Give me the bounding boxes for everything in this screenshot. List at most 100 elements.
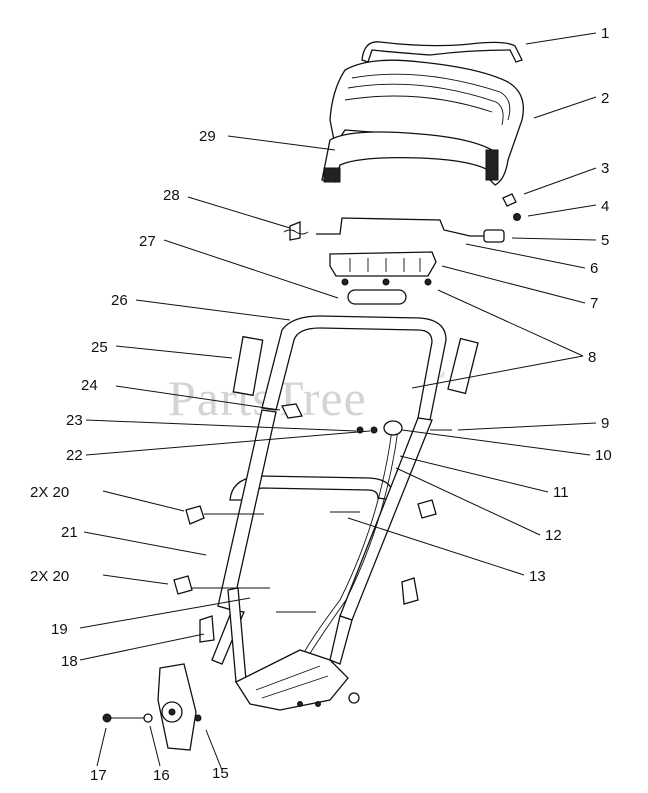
leader-29 xyxy=(227,135,336,151)
callout-7: 7 xyxy=(590,295,598,312)
leader-18 xyxy=(79,633,205,661)
leader-20a xyxy=(102,490,185,512)
part-12-cable xyxy=(299,429,393,661)
callout-20b: 2X 20 xyxy=(30,568,69,585)
callout-23: 23 xyxy=(66,412,83,429)
callout-2: 2 xyxy=(601,90,609,107)
part-8-screw-c xyxy=(424,278,432,286)
knobs-20 xyxy=(173,499,437,613)
leader-12 xyxy=(395,467,541,536)
part-19-bracket xyxy=(199,615,215,643)
leader-24 xyxy=(115,385,281,411)
callout-9: 9 xyxy=(601,415,609,432)
part-7-bracket xyxy=(329,251,437,277)
part-27-tube xyxy=(347,289,407,305)
part-12-cable-2 xyxy=(305,429,399,661)
leader-23 xyxy=(85,419,357,432)
leader-lines xyxy=(79,32,597,771)
part-21-lower-right-end xyxy=(329,615,353,665)
callout-6: 6 xyxy=(590,260,598,277)
callout-24: 24 xyxy=(81,377,98,394)
rear-deflector-screw-b xyxy=(315,701,321,707)
leader-9 xyxy=(457,422,597,431)
latch-assembly xyxy=(283,217,505,305)
leader-1 xyxy=(525,32,597,45)
leader-20b xyxy=(102,574,169,585)
leader-25 xyxy=(115,345,233,359)
rear-deflector-nut xyxy=(348,692,360,704)
part-16-washer xyxy=(143,713,153,723)
part-2-ridge-2 xyxy=(347,83,504,126)
callout-4: 4 xyxy=(601,198,609,215)
leader-5 xyxy=(511,237,597,241)
part-2-ridge-1 xyxy=(351,73,511,121)
lower-brackets xyxy=(102,587,360,751)
callout-11: 11 xyxy=(553,484,569,501)
callout-10: 10 xyxy=(595,447,612,464)
leader-13 xyxy=(347,517,525,576)
hardware-3-4 xyxy=(502,193,521,221)
callout-15: 15 xyxy=(212,765,229,782)
part-24-plate xyxy=(281,403,303,419)
leader-4 xyxy=(527,204,597,217)
leader-28 xyxy=(187,196,291,229)
leader-3 xyxy=(523,167,597,195)
part-10-control xyxy=(383,420,403,436)
part-20-knob-b xyxy=(417,499,437,519)
callout-5: 5 xyxy=(601,232,609,249)
callout-28: 28 xyxy=(163,187,180,204)
part-2-ridge-3 xyxy=(344,95,493,113)
part-20-knob-d xyxy=(401,577,419,605)
part-8-screw-a xyxy=(341,278,349,286)
part-6-rod xyxy=(316,217,490,237)
part-28-coil xyxy=(283,229,309,235)
part-29-foot-right xyxy=(485,149,499,181)
part-21-lower-right xyxy=(339,417,433,621)
callout-16: 16 xyxy=(153,767,170,784)
leader-8a xyxy=(437,289,584,357)
leader-10 xyxy=(401,429,591,456)
part-25-grip-right xyxy=(447,337,479,395)
part-1-rod xyxy=(361,41,523,63)
leader-16 xyxy=(149,725,161,767)
part-22-nut xyxy=(370,426,378,434)
leader-22 xyxy=(85,430,371,456)
callout-21: 21 xyxy=(61,524,78,541)
callout-1: 1 xyxy=(601,25,609,42)
leader-21 xyxy=(83,531,207,556)
callout-17: 17 xyxy=(90,767,107,784)
callout-29: 29 xyxy=(199,128,216,145)
watermark: PartsTree TM xyxy=(168,370,445,426)
part-20-knob-a xyxy=(185,505,205,525)
leader-8b xyxy=(411,355,584,389)
part-3-clip xyxy=(502,193,517,207)
rear-deflector xyxy=(235,649,349,711)
rear-deflector-ribs xyxy=(255,665,329,699)
part-17-bolt-head xyxy=(102,713,112,723)
part-15-hub-center xyxy=(168,708,176,716)
callout-labels: 1 2 3 4 5 6 7 8 9 10 11 12 13 15 16 17 1… xyxy=(30,25,612,784)
part-2-frame xyxy=(329,59,525,186)
part-29-foot-left xyxy=(323,167,341,183)
bag-frame-assembly xyxy=(321,41,525,186)
callout-25: 25 xyxy=(91,339,108,356)
part-15-nut xyxy=(194,714,202,722)
callout-27: 27 xyxy=(139,233,156,250)
part-5-grip xyxy=(483,229,505,243)
callout-26: 26 xyxy=(111,292,128,309)
leader-17 xyxy=(96,727,107,767)
rear-deflector-screw-a xyxy=(297,701,303,707)
leader-2 xyxy=(533,96,597,119)
callout-13: 13 xyxy=(529,568,546,585)
part-8-screw-b xyxy=(382,278,390,286)
part-7-ribs xyxy=(349,258,421,272)
leader-15 xyxy=(205,729,223,771)
leader-19 xyxy=(79,597,251,629)
callout-12: 12 xyxy=(545,527,562,544)
leader-7 xyxy=(441,265,586,304)
leader-11 xyxy=(399,455,549,493)
callout-20a: 2X 20 xyxy=(30,484,69,501)
leader-6 xyxy=(465,243,586,269)
part-20-knob-c xyxy=(173,575,193,595)
